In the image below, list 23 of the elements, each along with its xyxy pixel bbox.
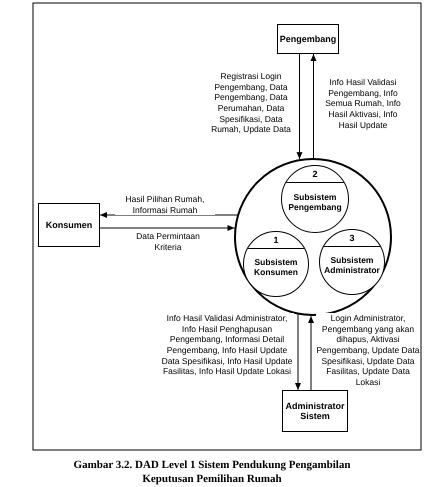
process-name: Subsistem Administrator (323, 255, 381, 276)
edge-label: Hasil Pilihan Rumah, Informasi Rumah (115, 194, 215, 216)
entity-name: Pengembang (280, 34, 336, 44)
process-number: 2 (312, 169, 318, 179)
arrow (295, 314, 301, 390)
process-name: Subsistem Konsumen (253, 257, 299, 278)
figure-caption: Gambar 3.2. DAD Level 1 Sistem Pendukung Pengambilan Keputusan Pemilihan Rumah (72, 459, 352, 486)
entity-name: Administrator Sistem (284, 401, 346, 421)
arrow (296, 54, 302, 160)
process-number: 1 (274, 235, 278, 245)
edge-label: Info Hasil Validasi Administrator, Info Hasil Penghapusan Pengembang, Informasi Detail Pengembang, Info Hasil Update Data Spesifikasi, Info Hasil Update Fasilitas, Info Hasil Update Lokasi (160, 313, 294, 377)
entity-name: Konsumen (46, 220, 92, 230)
arrow (100, 212, 238, 218)
process-circle (281, 165, 349, 233)
process-name: Subsistem Pengembang (287, 192, 343, 212)
edge-label: Login Administrator, Pengembang yang akan dihapus, Aktivasi Pengembang, Update Data Spesifikasi, Update Data Fasilitas, Update Data Lokasi (316, 313, 420, 388)
arrow (100, 225, 236, 231)
entity-box (282, 390, 348, 432)
entity-box (277, 24, 339, 54)
entity-box (38, 203, 100, 247)
arrow (310, 54, 316, 158)
arrow (308, 315, 314, 390)
process-number: 3 (350, 233, 354, 243)
